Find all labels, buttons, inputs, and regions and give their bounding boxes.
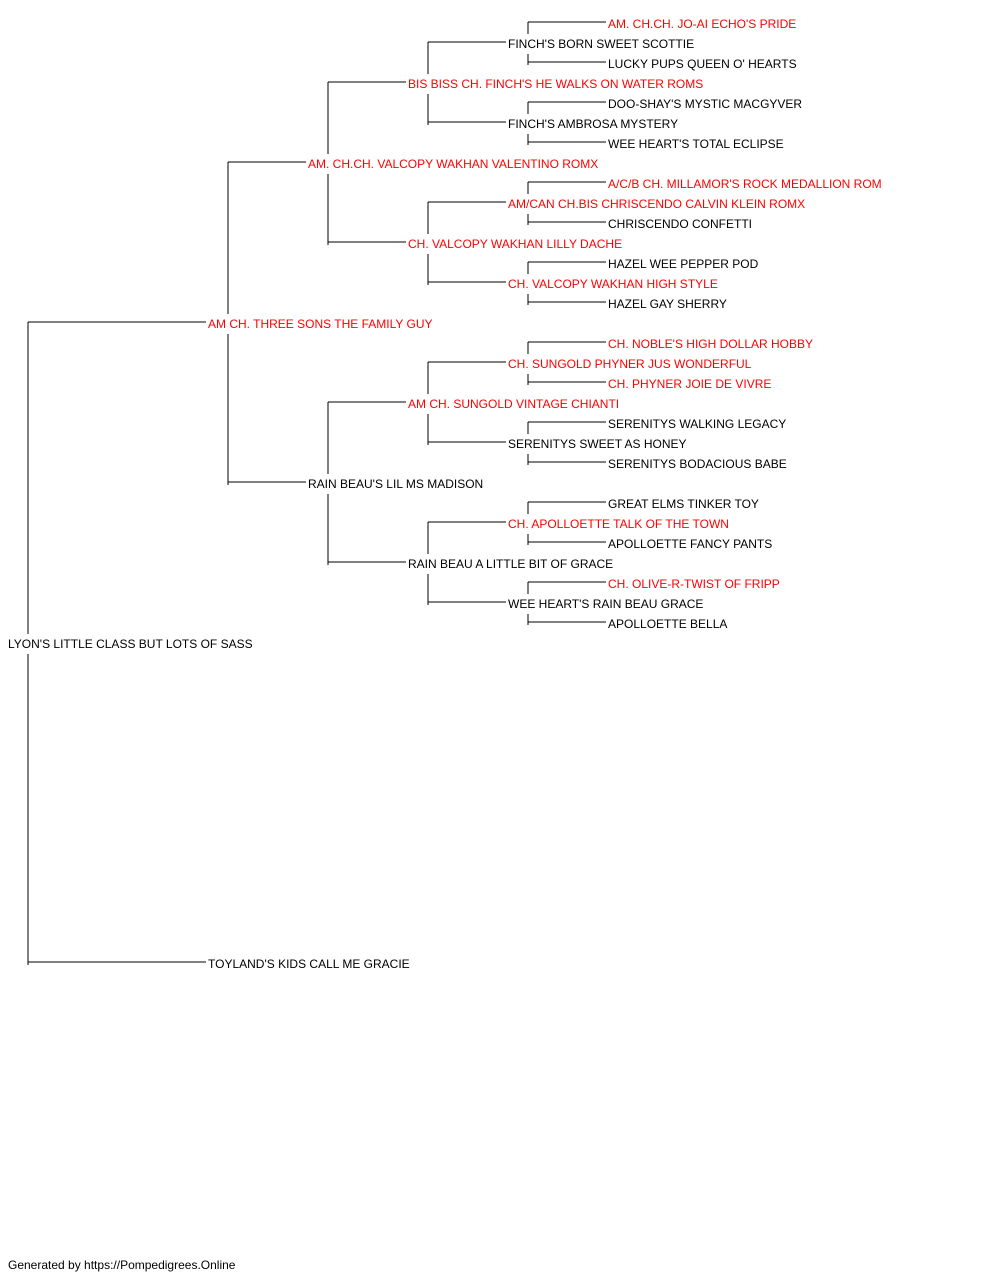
pedigree-gen4-dam[interactable]: CH. VALCOPY WAKHAN HIGH STYLE — [508, 277, 720, 291]
pedigree-gen5-sire[interactable]: DOO-SHAY'S MYSTIC MACGYVER — [608, 97, 805, 111]
pedigree-gen5-dam[interactable]: SERENITYS BODACIOUS BABE — [608, 457, 789, 471]
pedigree-gen2-dam[interactable]: RAIN BEAU'S LIL MS MADISON — [308, 477, 486, 491]
pedigree-gen4-sire[interactable]: CH. SUNGOLD PHYNER JUS WONDERFUL — [508, 357, 754, 371]
pedigree-gen2-sire[interactable]: AM. CH.CH. VALCOPY WAKHAN VALENTINO ROMX — [308, 157, 601, 171]
pedigree-gen5-sire[interactable]: CH. NOBLE'S HIGH DOLLAR HOBBY — [608, 337, 816, 351]
pedigree-gen4-sire[interactable]: FINCH'S BORN SWEET SCOTTIE — [508, 37, 697, 51]
pedigree-gen5-dam[interactable]: CHRISCENDO CONFETTI — [608, 217, 754, 231]
pedigree-gen5-sire[interactable]: A/C/B CH. MILLAMOR'S ROCK MEDALLION ROM — [608, 177, 884, 191]
pedigree-gen5-sire[interactable]: HAZEL WEE PEPPER POD — [608, 257, 761, 271]
pedigree-gen4-sire[interactable]: CH. APOLLOETTE TALK OF THE TOWN — [508, 517, 731, 531]
pedigree-gen5-sire[interactable]: AM. CH.CH. JO-AI ECHO'S PRIDE — [608, 17, 799, 31]
pedigree-gen5-sire[interactable]: GREAT ELMS TINKER TOY — [608, 497, 761, 511]
footer-credit: Generated by https://Pompedigrees.Online — [8, 1258, 236, 1272]
pedigree-gen5-dam[interactable]: WEE HEART'S TOTAL ECLIPSE — [608, 137, 786, 151]
pedigree-gen5-dam[interactable]: HAZEL GAY SHERRY — [608, 297, 729, 311]
pedigree-gen1-dam[interactable]: TOYLAND'S KIDS CALL ME GRACIE — [208, 957, 412, 971]
pedigree-subject[interactable]: LYON'S LITTLE CLASS BUT LOTS OF SASS — [8, 637, 255, 651]
pedigree-gen5-dam[interactable]: LUCKY PUPS QUEEN O' HEARTS — [608, 57, 799, 71]
pedigree-gen3-sire[interactable]: BIS BISS CH. FINCH'S HE WALKS ON WATER R… — [408, 77, 706, 91]
pedigree-gen4-dam[interactable]: WEE HEART'S RAIN BEAU GRACE — [508, 597, 706, 611]
pedigree-gen4-dam[interactable]: FINCH'S AMBROSA MYSTERY — [508, 117, 681, 131]
pedigree-gen5-sire[interactable]: CH. OLIVE-R-TWIST OF FRIPP — [608, 577, 782, 591]
pedigree-gen1-sire[interactable]: AM CH. THREE SONS THE FAMILY GUY — [208, 317, 435, 331]
pedigree-gen3-dam[interactable]: RAIN BEAU A LITTLE BIT OF GRACE — [408, 557, 616, 571]
pedigree-gen5-dam[interactable]: APOLLOETTE FANCY PANTS — [608, 537, 775, 551]
pedigree-gen3-dam[interactable]: CH. VALCOPY WAKHAN LILLY DACHE — [408, 237, 625, 251]
pedigree-gen5-dam[interactable]: APOLLOETTE BELLA — [608, 617, 730, 631]
pedigree-gen5-sire[interactable]: SERENITYS WALKING LEGACY — [608, 417, 789, 431]
pedigree-gen5-dam[interactable]: CH. PHYNER JOIE DE VIVRE — [608, 377, 774, 391]
pedigree-gen3-sire[interactable]: AM CH. SUNGOLD VINTAGE CHIANTI — [408, 397, 622, 411]
pedigree-gen4-sire[interactable]: AM/CAN CH.BIS CHRISCENDO CALVIN KLEIN RO… — [508, 197, 808, 211]
pedigree-gen4-dam[interactable]: SERENITYS SWEET AS HONEY — [508, 437, 689, 451]
